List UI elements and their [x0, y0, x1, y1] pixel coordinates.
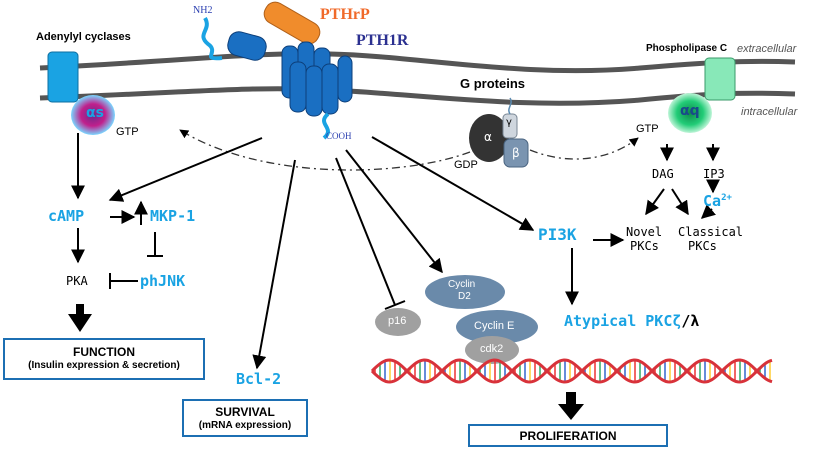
plc-shape	[704, 57, 736, 101]
gs-label: αs	[86, 105, 104, 121]
function-box: FUNCTION (Insulin expression & secretion…	[3, 338, 205, 380]
dashdot-curve-right	[529, 137, 639, 160]
survival-box: SURVIVAL (mRNA expression)	[182, 399, 308, 437]
ggamma-anchor	[508, 97, 512, 115]
ca-superscript: 2+	[721, 193, 732, 203]
gq-subunit-shape	[668, 93, 712, 133]
cooh-label: COOH	[326, 131, 352, 141]
dashdot-curve-left	[179, 129, 471, 171]
survival-subtitle: (mRNA expression)	[198, 420, 292, 431]
gdp-label: GDP	[454, 159, 478, 171]
pthrp-ligand-shape	[263, 1, 321, 45]
p16-label: p16	[388, 315, 407, 327]
bcl2-label: Bcl-2	[236, 370, 282, 388]
dag-label: DAG	[652, 167, 674, 181]
galpha-shape	[469, 114, 509, 162]
membrane-outer-line	[39, 51, 796, 74]
cyclin-e-shape	[456, 310, 538, 344]
receptor-helices	[281, 41, 353, 117]
galpha-label: α	[484, 130, 492, 144]
phjnk-label: phJNK	[140, 272, 186, 290]
function-title: FUNCTION	[73, 345, 135, 359]
nh2-label: NH2	[193, 5, 213, 16]
ggamma-label: γ	[506, 117, 512, 128]
pi3k-label: PI3K	[538, 225, 577, 244]
cyclin-e-label: Cyclin E	[474, 320, 515, 332]
dna-helix	[370, 358, 773, 384]
phospholipase-c-label: Phospholipase C	[646, 43, 728, 54]
arrow-receptor-camp	[108, 137, 263, 202]
mkp1-label: MKP-1	[150, 207, 196, 225]
cyclin-d2-shape	[425, 275, 505, 309]
ca-label: Ca2+	[703, 192, 732, 210]
novel-pkcs-label-line1: Novel	[626, 225, 663, 239]
inhibit-receptor-p16	[335, 157, 396, 306]
inhibit-receptor-p16-bar	[384, 300, 406, 310]
camp-label: cAMP	[48, 207, 85, 225]
receptor-nterm-loop	[201, 16, 223, 61]
proliferation-box: PROLIFERATION	[468, 424, 668, 447]
adenylyl-cyclase-shape	[47, 51, 79, 103]
classical-pkcs-label-line2: PKCs	[688, 239, 717, 253]
extracellular-label: extracellular	[737, 43, 797, 55]
novel-pkcs-label-line2: PKCs	[630, 239, 659, 253]
gbeta-label: β	[512, 146, 520, 160]
p16-shape	[375, 308, 421, 336]
receptor-ecd-shape	[227, 31, 267, 61]
arrow-dag-classical	[671, 188, 689, 216]
atypical-pkc-label: Atypical PKCζ/λ	[564, 312, 700, 330]
classical-pkcs-label-line1: Classical	[678, 225, 744, 239]
arrow-receptor-bcl2	[252, 159, 296, 370]
cdk2-label: cdk2	[480, 343, 504, 355]
arrow-receptor-pi3k	[371, 136, 535, 231]
gbeta-shape	[503, 138, 529, 168]
proliferation-title: PROLIFERATION	[519, 429, 617, 443]
arrow-ca-classical	[700, 204, 717, 219]
dna-strand-b	[370, 358, 773, 384]
survival-title: SURVIVAL	[215, 405, 275, 419]
pth1r-label: PTH1R	[356, 32, 409, 49]
cyclin-d2-label-line2: D2	[458, 291, 471, 302]
dna-strand-a	[370, 358, 773, 384]
cdk2-shape	[465, 336, 519, 364]
ip3-label: IP3	[703, 167, 725, 181]
cyclin-d2-label-line1: Cyclin	[448, 279, 476, 290]
thick-arrow-dna-proliferation	[558, 392, 584, 420]
thick-arrow-pka-function	[68, 304, 92, 332]
gproteins-label: G proteins	[460, 76, 526, 91]
receptor-cterm-loop	[322, 112, 330, 140]
function-subtitle: (Insulin expression & secretion)	[28, 360, 180, 371]
gtp-left-label: GTP	[116, 126, 139, 138]
lambda-label: /λ	[681, 312, 700, 330]
arrow-dag-novel	[645, 188, 665, 216]
pthrp-label: PTHrP	[320, 6, 370, 23]
arrow-receptor-cyclin	[345, 149, 443, 274]
membrane-inner-line	[39, 86, 796, 106]
adenylyl-cyclases-label: Adenylyl cyclases	[36, 31, 131, 43]
gs-subunit-shape	[71, 95, 115, 135]
pka-label: PKA	[66, 274, 88, 288]
intracellular-label: intracellular	[741, 106, 798, 118]
gtp-right-label: GTP	[636, 123, 659, 135]
gq-label: αq	[680, 103, 700, 119]
